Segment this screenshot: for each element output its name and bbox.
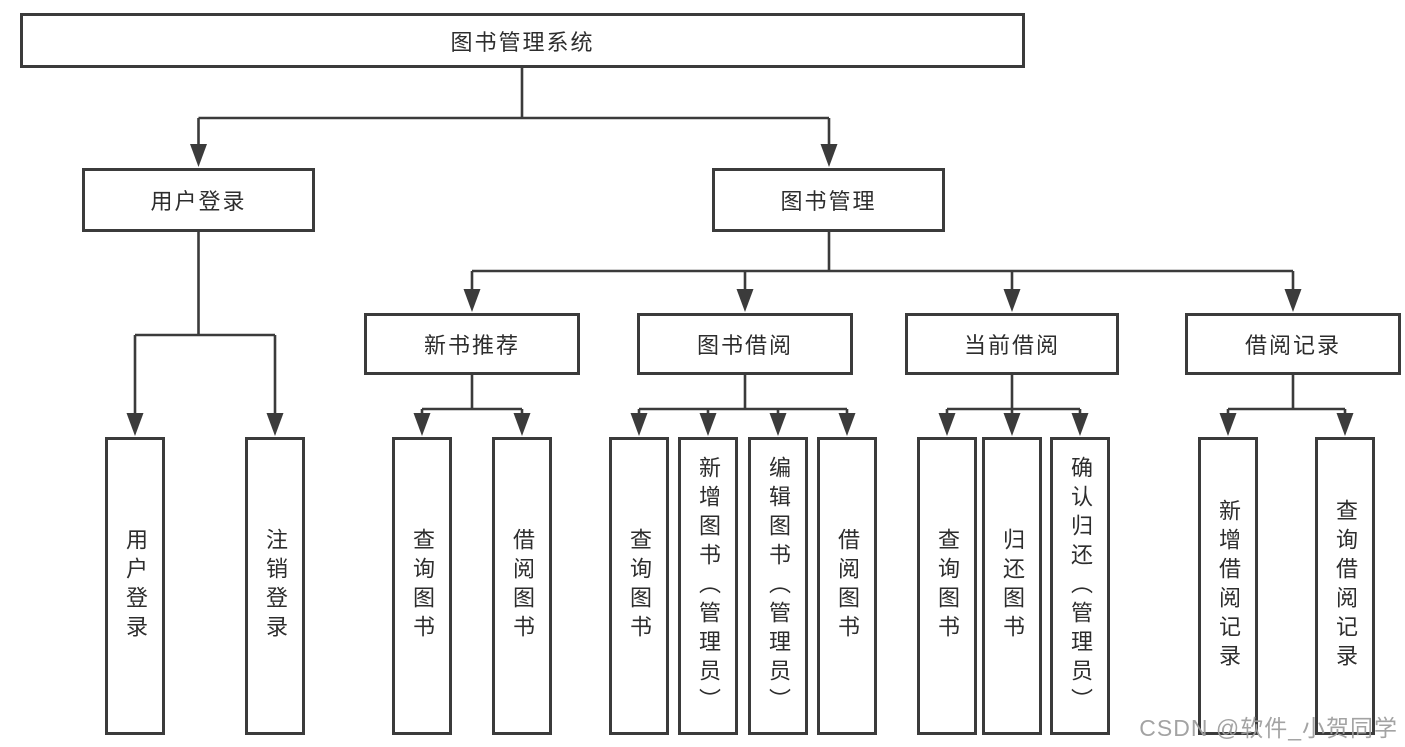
leaf-bb-query-books: 查询图书 bbox=[609, 437, 669, 735]
csdn-watermark: CSDN @软件_小贺同学 bbox=[1139, 715, 1398, 741]
leaf-nb-borrow-books: 借阅图书 bbox=[492, 437, 552, 735]
node-user-login: 用户登录 bbox=[82, 168, 315, 232]
leaf-nb-query-books: 查询图书 bbox=[392, 437, 452, 735]
node-new-book-recommend: 新书推荐 bbox=[364, 313, 580, 375]
leaf-cb-query-books: 查询图书 bbox=[917, 437, 977, 735]
node-book-management: 图书管理 bbox=[712, 168, 945, 232]
leaf-br-query-record: 查询借阅记录 bbox=[1315, 437, 1375, 735]
leaf-bb-borrow-books: 借阅图书 bbox=[817, 437, 877, 735]
leaf-logout: 注销登录 bbox=[245, 437, 305, 735]
leaf-cb-confirm-return-admin: 确认归还（管理员） bbox=[1050, 437, 1110, 735]
leaf-user-login: 用户登录 bbox=[105, 437, 165, 735]
node-book-borrow: 图书借阅 bbox=[637, 313, 853, 375]
leaf-br-add-record: 新增借阅记录 bbox=[1198, 437, 1258, 735]
leaf-cb-return-books: 归还图书 bbox=[982, 437, 1042, 735]
node-current-borrow: 当前借阅 bbox=[905, 313, 1119, 375]
leaf-bb-edit-books-admin: 编辑图书（管理员） bbox=[748, 437, 808, 735]
node-root-library-system: 图书管理系统 bbox=[20, 13, 1025, 68]
node-borrow-records: 借阅记录 bbox=[1185, 313, 1401, 375]
leaf-bb-add-books-admin: 新增图书（管理员） bbox=[678, 437, 738, 735]
